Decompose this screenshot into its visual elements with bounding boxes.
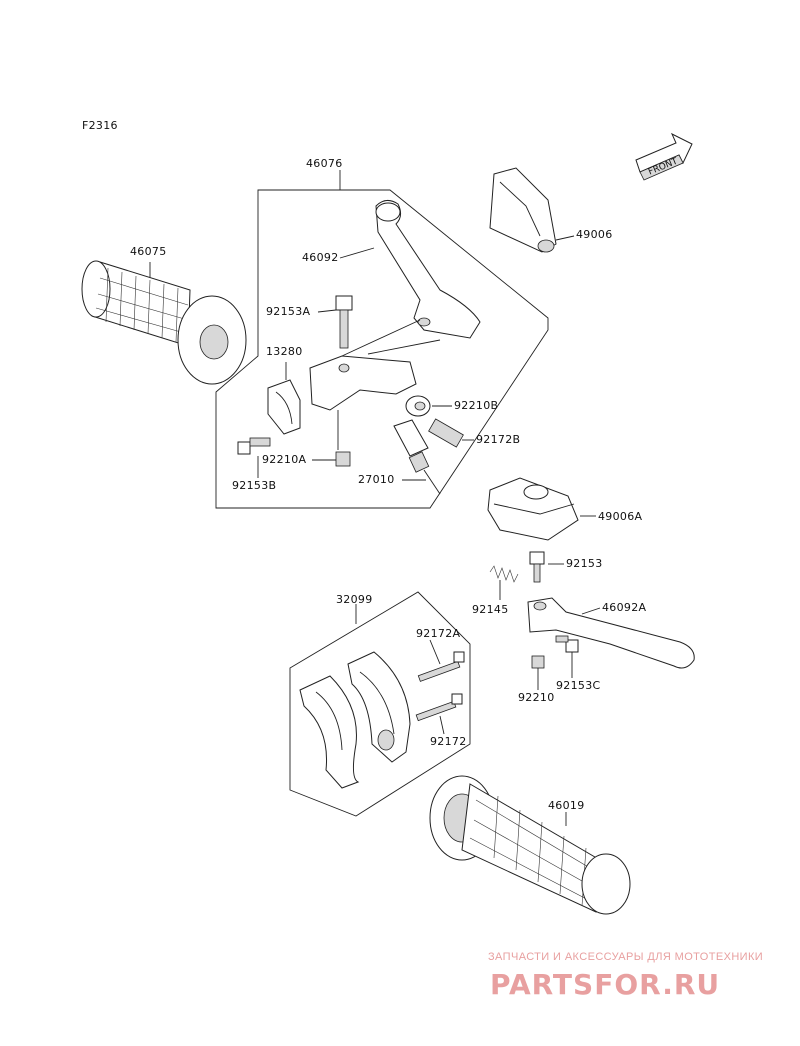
screw-92153b xyxy=(237,437,271,478)
callout-46075: 46075 xyxy=(130,245,167,258)
callout-92145: 92145 xyxy=(472,603,509,616)
callout-92153a: 92153A xyxy=(266,305,311,318)
switch-27010 xyxy=(393,419,441,495)
callout-92210a: 92210A xyxy=(262,453,307,466)
callout-92210: 92210 xyxy=(518,691,555,704)
callout-46092: 46092 xyxy=(302,251,339,264)
nut-92210 xyxy=(531,655,545,690)
lever-cover-49006 xyxy=(489,167,575,253)
bolt-92153 xyxy=(529,551,564,583)
nut-92210a xyxy=(312,451,351,467)
screw-92172 xyxy=(415,693,463,735)
callout-32099: 32099 xyxy=(336,593,373,606)
figure-id: F2316 xyxy=(82,119,118,132)
spring-92172b xyxy=(428,418,474,448)
brake-lever-46092a xyxy=(527,597,695,669)
callout-92153c: 92153C xyxy=(556,679,601,692)
watermark-brand: PARTSFOR.RU xyxy=(490,968,720,1001)
lever-cover-49006a xyxy=(487,477,596,541)
assembly-outline-46076 xyxy=(215,189,549,509)
assembly-outline-32099 xyxy=(289,591,471,817)
callout-49006a: 49006A xyxy=(598,510,643,523)
callout-92172: 92172 xyxy=(430,735,467,748)
callout-46076: 46076 xyxy=(306,157,343,170)
callout-92153: 92153 xyxy=(566,557,603,570)
callout-13280: 13280 xyxy=(266,345,303,358)
clutch-lever-46092 xyxy=(339,200,481,339)
screw-92153c xyxy=(555,635,579,678)
spring-92145 xyxy=(489,565,519,600)
callout-92172b: 92172B xyxy=(476,433,521,446)
front-arrow-icon: FRONT xyxy=(635,132,693,181)
callout-46092a: 46092A xyxy=(602,601,647,614)
part-92210b xyxy=(405,395,452,417)
screw-92172a xyxy=(417,639,465,682)
clamp-set-32099 xyxy=(299,651,411,789)
clamp-13280 xyxy=(267,362,301,435)
callout-92210b: 92210B xyxy=(454,399,499,412)
lever-holder xyxy=(309,319,441,450)
callout-27010: 27010 xyxy=(358,473,395,486)
left-grip-46075 xyxy=(81,260,247,385)
bolt-92153a xyxy=(317,295,353,349)
callout-46019: 46019 xyxy=(548,799,585,812)
right-grip-46019 xyxy=(429,775,631,915)
watermark-tagline: ЗАПЧАСТИ И АКСЕССУАРЫ ДЛЯ МОТОТЕХНИКИ xyxy=(488,951,764,963)
callout-92172a: 92172A xyxy=(416,627,461,640)
callout-49006: 49006 xyxy=(576,228,613,241)
callout-92153b: 92153B xyxy=(232,479,277,492)
